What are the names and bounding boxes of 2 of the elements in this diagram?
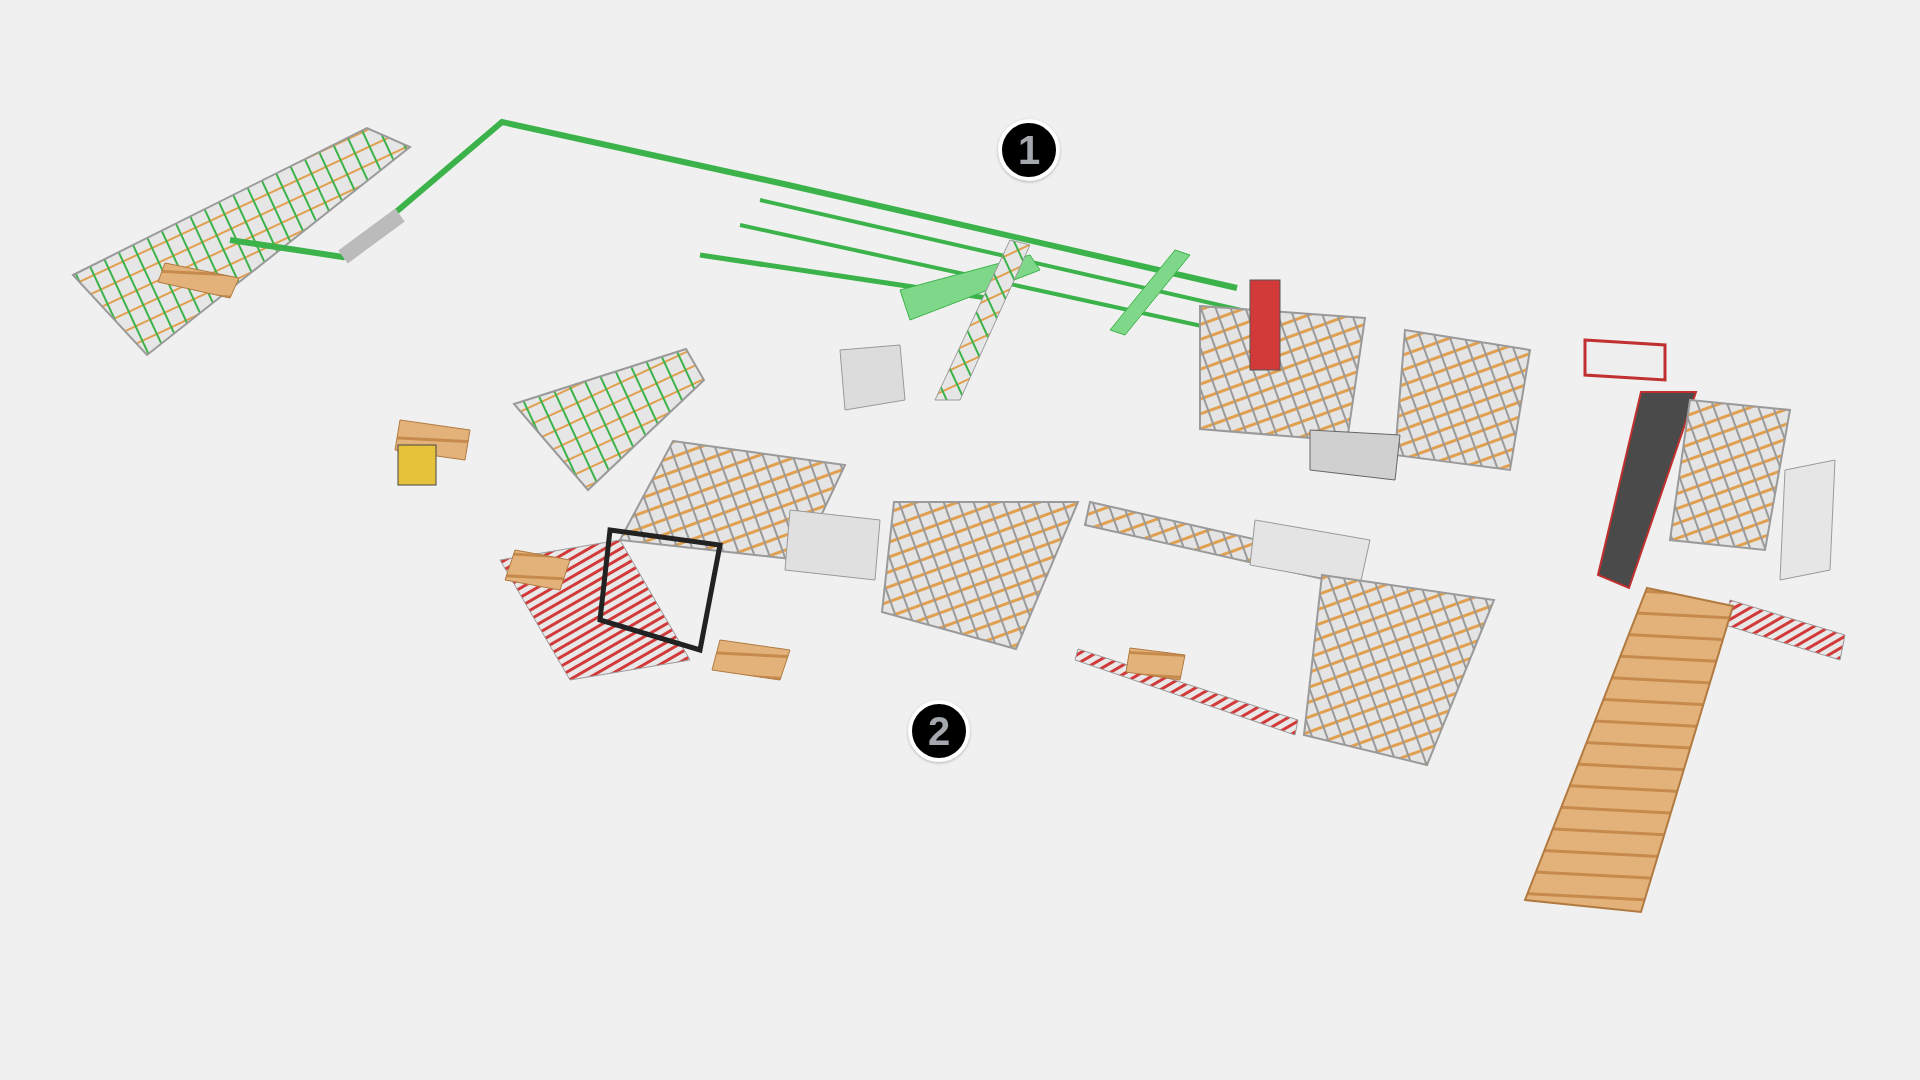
- callout-number: 2: [908, 700, 970, 762]
- callout-number: 1: [998, 119, 1060, 181]
